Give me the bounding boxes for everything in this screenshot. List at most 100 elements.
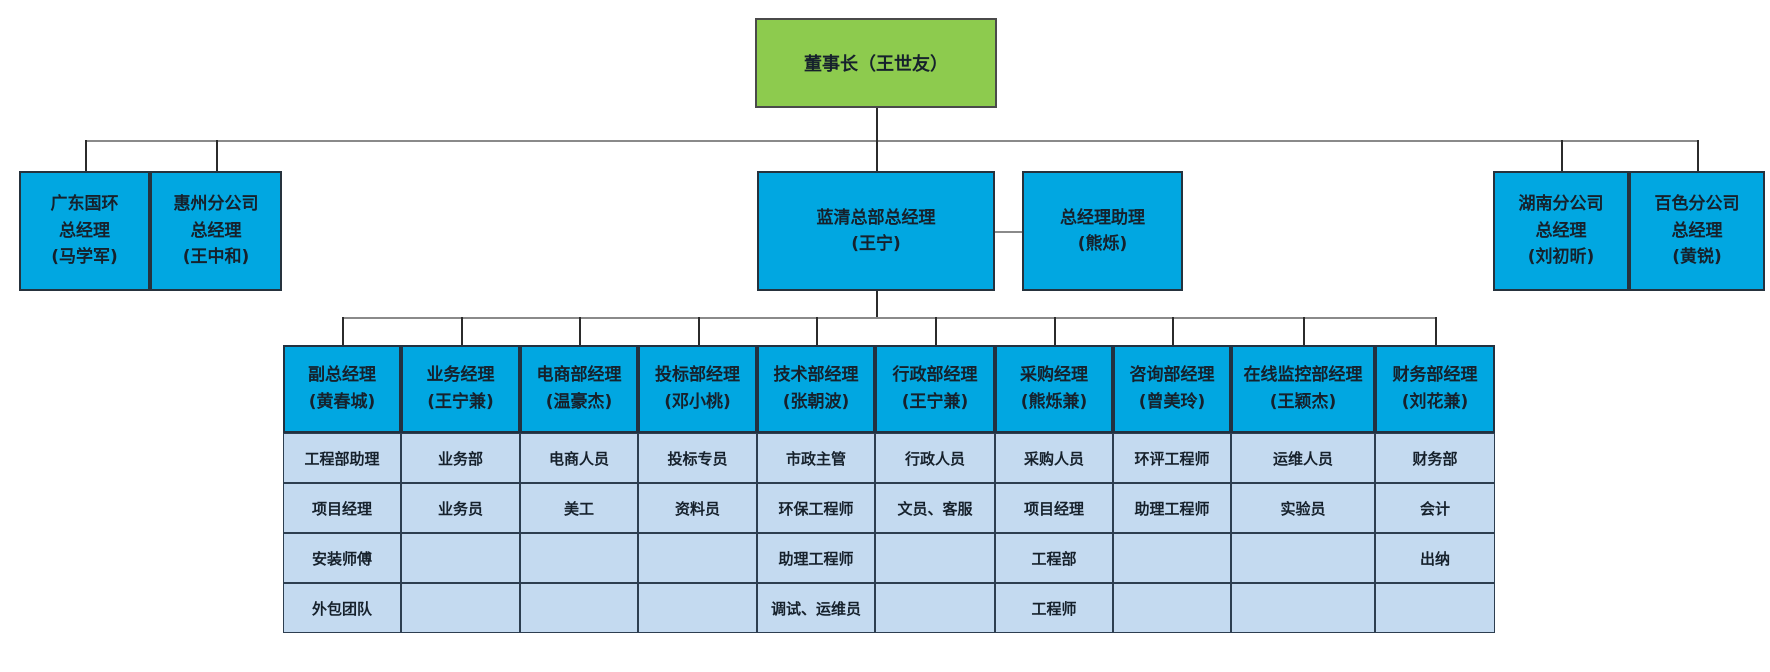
dept-header-2: 电商部经理 (温豪杰) (520, 345, 638, 433)
dept-header-3: 投标部经理 (邓小桃) (638, 345, 757, 433)
dept-title: 副总经理 (308, 364, 376, 385)
staff-cell-r1-c3: 资料员 (638, 483, 757, 533)
level2-box-3-line: 总经理助理 (1060, 207, 1145, 228)
connector-line (1435, 317, 1437, 345)
staff-cell-r3-c4: 调试、运维员 (757, 583, 875, 633)
staff-cell-r0-c3: 投标专员 (638, 433, 757, 483)
dept-manager: (王颖杰) (1269, 392, 1337, 412)
staff-cell-r0-c6: 采购人员 (995, 433, 1113, 483)
dept-title: 咨询部经理 (1129, 364, 1215, 385)
connector-line (1054, 317, 1056, 345)
staff-cell-r0-c5: 行政人员 (875, 433, 995, 483)
level2-box-5-line: 总经理 (1671, 220, 1723, 241)
dept-header-9: 财务部经理 (刘花兼) (1375, 345, 1495, 433)
staff-table: 副总经理(黄春城) 业务经理 (王宁兼) 电商部经理 (温豪杰) 投标部经理 (邓小桃) 技术… (283, 345, 1495, 633)
connector-line (579, 317, 581, 345)
connector-line (876, 291, 878, 317)
chairman-box: 董事长（王世友） (755, 18, 997, 108)
dept-header-5: 行政部经理 (王宁兼) (875, 345, 995, 433)
connector-line (85, 140, 87, 171)
staff-cell-r3-c1 (401, 583, 520, 633)
dept-header-4: 技术部经理 (张朝波) (757, 345, 875, 433)
level2-box-2: 蓝清总部总经理(王宁) (757, 171, 995, 291)
staff-cell-r0-c2: 电商人员 (520, 433, 638, 483)
staff-cell-r3-c0: 外包团队 (283, 583, 401, 633)
level2-box-0-line: 总经理 (59, 220, 110, 241)
connector-line (216, 140, 218, 171)
dept-manager: (张朝波) (782, 392, 850, 412)
staff-cell-r2-c9: 出纳 (1375, 533, 1495, 583)
dept-title: 采购经理 (1020, 364, 1088, 385)
connector-line (697, 317, 700, 345)
level2-box-5: 百色分公司总经理(黄锐) (1629, 171, 1765, 291)
staff-cell-r0-c8: 运维人员 (1231, 433, 1375, 483)
connector-line (876, 140, 878, 171)
connector-line (995, 231, 1022, 233)
staff-cell-r2-c7 (1113, 533, 1231, 583)
dept-title: 业务经理 (426, 364, 495, 385)
connector-line (816, 317, 818, 345)
level2-box-4-line: 湖南分公司 (1518, 194, 1604, 215)
dept-header-0: 副总经理(黄春城) (283, 345, 401, 433)
staff-cell-r2-c4: 助理工程师 (757, 533, 875, 583)
staff-cell-r0-c0: 工程部助理 (283, 433, 401, 483)
connector-line (1697, 140, 1699, 171)
level2-box-4-line: (刘初昕) (1527, 247, 1595, 268)
dept-title: 投标部经理 (655, 364, 740, 385)
level2-box-2-line: 蓝清总部总经理 (816, 207, 936, 228)
dept-title: 电商部经理 (536, 364, 622, 385)
connector-line (342, 317, 1435, 319)
dept-header-1: 业务经理 (王宁兼) (401, 345, 520, 433)
staff-cell-r3-c8 (1231, 583, 1375, 633)
chairman-label: 董事长（王世友） (804, 54, 948, 75)
connector-line (342, 317, 344, 345)
staff-cell-r2-c8 (1231, 533, 1375, 583)
staff-cell-r3-c2 (520, 583, 638, 633)
dept-header-6: 采购经理(熊烁兼) (995, 345, 1113, 433)
level2-box-1-line: 惠州分公司 (173, 194, 259, 215)
staff-cell-r2-c5 (875, 533, 995, 583)
level2-box-0: 广东国环总经理 (马学军) (19, 171, 150, 291)
dept-title: 财务部经理 (1392, 364, 1478, 385)
level2-box-1-line: (王中和) (182, 247, 250, 268)
staff-cell-r2-c0: 安装师傅 (283, 533, 401, 583)
staff-cell-r1-c8: 实验员 (1231, 483, 1375, 533)
dept-header-7: 咨询部经理 (曾美玲) (1113, 345, 1231, 433)
staff-cell-r3-c3 (638, 583, 757, 633)
dept-manager: (温豪杰) (545, 392, 613, 412)
staff-cell-r1-c5: 文员、客服 (875, 483, 995, 533)
level2-box-3: 总经理助理 (熊烁) (1022, 171, 1183, 291)
dept-manager: (邓小桃) (664, 392, 731, 412)
level2-box-1-line: 总经理 (190, 220, 242, 241)
staff-cell-r1-c9: 会计 (1375, 483, 1495, 533)
level2-box-0-line: (马学军) (51, 247, 118, 268)
connector-line (1303, 317, 1305, 345)
dept-manager: (曾美玲) (1138, 392, 1206, 412)
level2-box-1: 惠州分公司总经理 (王中和) (150, 171, 282, 291)
level2-box-4: 湖南分公司总经理(刘初昕) (1493, 171, 1629, 291)
staff-cell-r3-c6: 工程师 (995, 583, 1113, 633)
dept-manager: (刘花兼) (1401, 392, 1469, 412)
connector-line (935, 317, 937, 345)
staff-cell-r1-c4: 环保工程师 (757, 483, 875, 533)
level2-box-3-line: (熊烁) (1077, 234, 1128, 254)
level2-box-0-line: 广东国环 (50, 194, 119, 215)
dept-title: 技术部经理 (773, 364, 859, 385)
staff-cell-r1-c0: 项目经理 (283, 483, 401, 533)
staff-cell-r0-c7: 环评工程师 (1113, 433, 1231, 483)
dept-title: 行政部经理 (892, 364, 978, 385)
staff-cell-r0-c1: 业务部 (401, 433, 520, 483)
dept-manager: (王宁兼) (427, 392, 494, 412)
staff-cell-r1-c1: 业务员 (401, 483, 520, 533)
staff-cell-r2-c2 (520, 533, 638, 583)
staff-cell-r3-c9 (1375, 583, 1495, 633)
connector-line (1172, 317, 1174, 345)
connector-line (85, 140, 1697, 142)
connector-line (1561, 140, 1563, 171)
staff-cell-r1-c2: 美工 (520, 483, 638, 533)
connector-line (460, 317, 463, 345)
dept-manager: (王宁兼) (901, 392, 969, 412)
level2-box-5-line: 百色分公司 (1654, 194, 1740, 215)
staff-cell-r2-c1 (401, 533, 520, 583)
